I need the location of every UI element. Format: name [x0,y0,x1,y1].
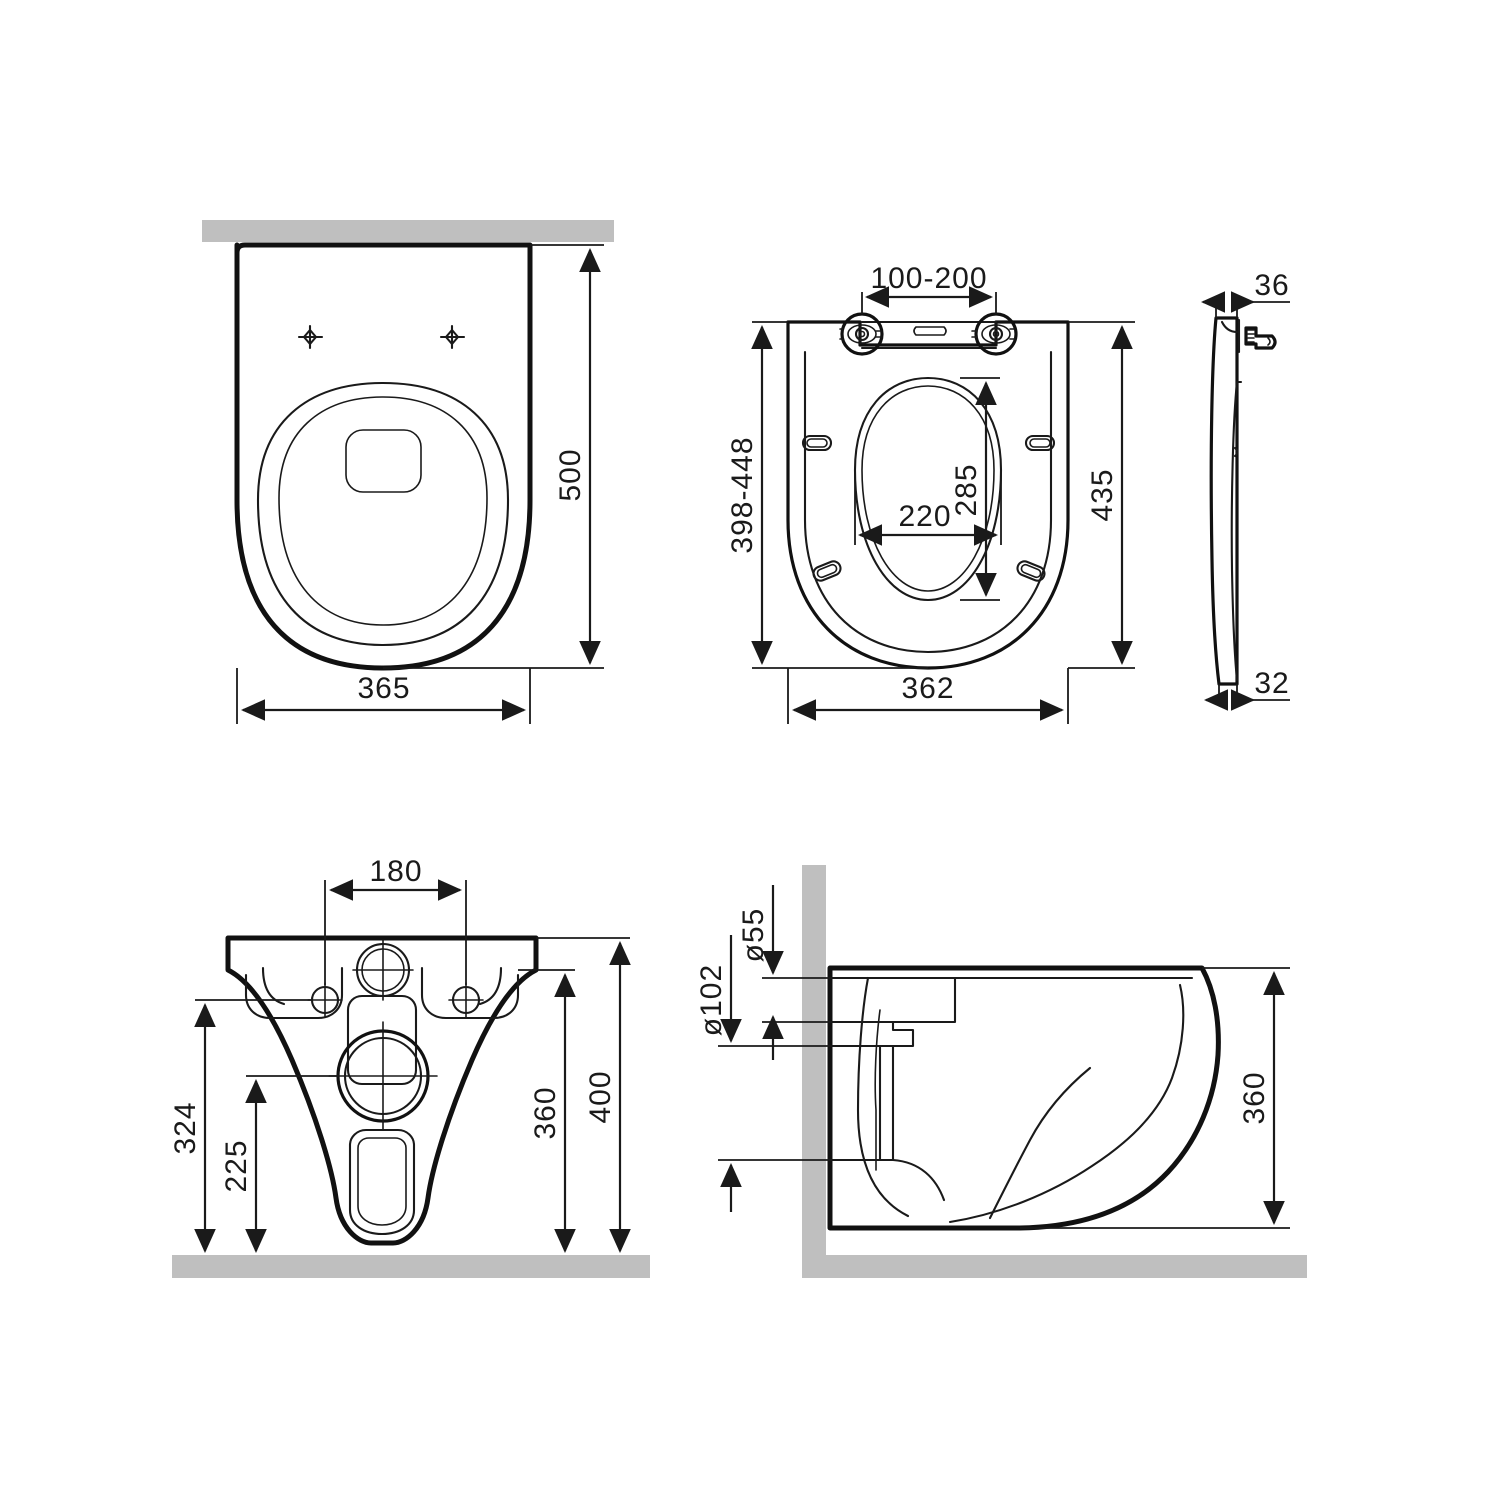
shelf-right [420,966,520,1020]
central-recess-upper [346,994,418,1086]
central-recess-lower-inner [357,1137,407,1226]
view-top-left-plan: 500 365 [202,220,614,724]
hinge-bar-label-plate [913,326,947,336]
buffer-slot-upper-left [801,434,833,452]
dim-label-220: 220 [898,500,951,533]
wall-band-top [202,220,614,242]
lid-outline [234,242,533,671]
water-inlet-circle [352,939,414,1001]
pan-back-shoulder [828,1158,946,1202]
inlet-spigot-step [828,1020,915,1048]
buffer-slot-upper-right [1024,434,1056,452]
fixing-mark-left [297,324,324,350]
dim-label-324: 324 [169,1101,202,1154]
buffer-slot-lower-right [1016,560,1046,582]
hinge-bar [860,320,998,350]
soil-outlet-spigot [828,976,957,1024]
floor-band-side [802,1255,1307,1278]
dim-label-400: 400 [584,1070,617,1123]
fixing-mark-right [439,324,466,350]
pan-side-outline [827,965,1221,1231]
lid-profile [1209,316,1239,686]
dim-label-102: ø102 [695,964,728,1036]
dim-label-100-200: 100-200 [870,262,987,295]
seat-ring-outer [256,381,510,647]
shelf-right-inner [478,966,503,1006]
dim-label-398-448: 398-448 [726,436,759,553]
bowl-inner-left [856,976,910,1218]
dim-label-365: 365 [357,672,410,705]
dim-label-362: 362 [901,672,954,705]
view-right-profile: 36 32 [1200,269,1290,711]
dim-label-180: 180 [369,855,422,888]
fixing-hole-right-front [448,982,484,1018]
shelf-left-inner [261,966,286,1006]
seat-ring-inner [278,396,488,626]
fixing-hole-left-front [307,982,343,1018]
central-recess-lower [348,1128,416,1236]
view-bottom-left-front: 180 324 225 360 400 [169,855,650,1278]
damper-pad [345,429,422,493]
seat-profile-edge [1230,380,1239,682]
view-top-right-seat: 100-200 398-448 435 285 220 362 [726,262,1135,724]
dim-label-500: 500 [554,448,587,501]
dim-label-285: 285 [950,463,983,516]
shelf-left [244,966,344,1020]
dim-label-360-side: 360 [1238,1071,1271,1124]
seat-bumper [1233,446,1239,458]
wall-band-side [802,865,826,1255]
dim-label-32: 32 [1254,667,1289,700]
bowl-skirt-fold [988,1066,1092,1220]
seat-outline [786,320,1070,670]
dim-label-435: 435 [1086,468,1119,521]
dim-label-55: ø55 [737,908,770,963]
pan-body-outline [225,935,539,1246]
dim-label-36: 36 [1254,269,1289,302]
soil-outlet-circle [328,1021,438,1131]
buffer-slot-lower-left [812,560,842,582]
hinge-bolt [1237,318,1277,354]
floor-band-left [172,1255,650,1278]
view-bottom-right-side: ø55 ø102 360 [695,865,1307,1278]
lid-profile-nose [1220,320,1239,334]
dim-label-225: 225 [220,1139,253,1192]
bowl-inner-right [948,983,1185,1224]
dim-label-360-front: 360 [529,1086,562,1139]
